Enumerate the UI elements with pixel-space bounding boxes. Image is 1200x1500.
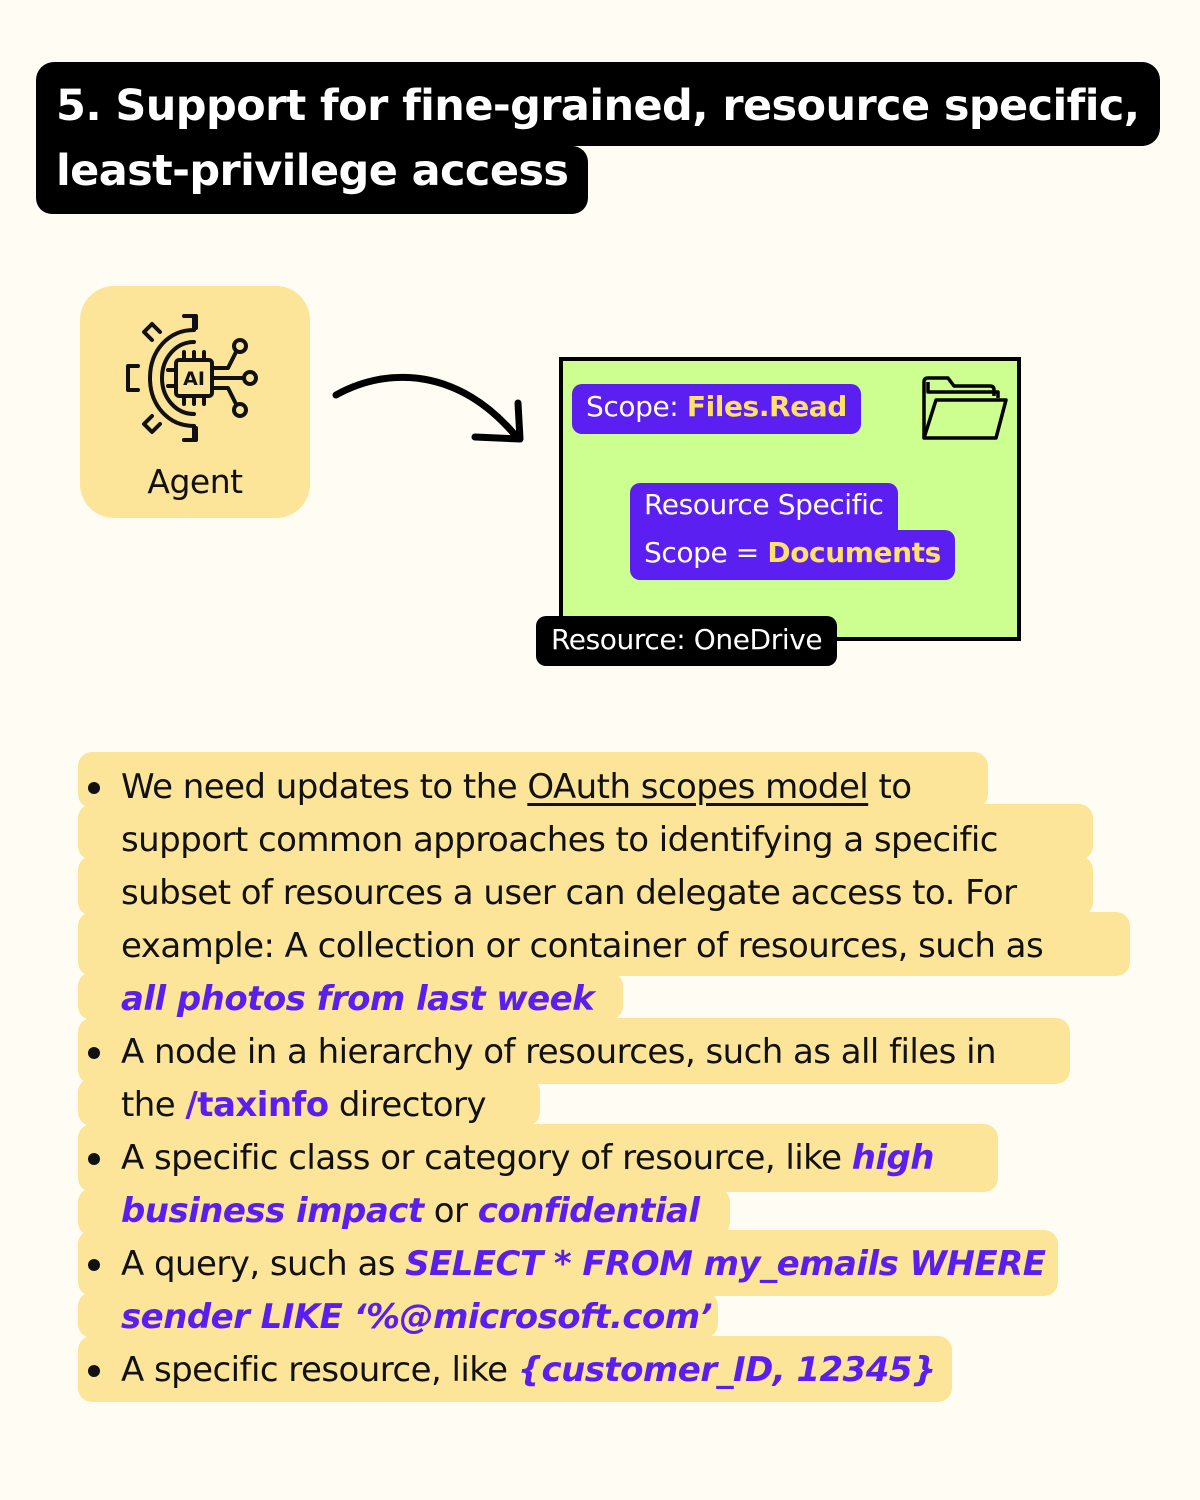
highlight-band — [78, 1230, 1058, 1296]
text-run: We need updates to the — [121, 767, 528, 807]
bullet-list: We need updates to the OAuth scopes mode… — [78, 752, 1138, 1412]
list-item-1-line-3: subset of resources a user can delegate … — [121, 873, 1017, 913]
list-item-3-line-2: business impact or confidential — [121, 1185, 700, 1238]
path-emphasis: /taxinfo — [185, 1085, 329, 1125]
scope-value: Files.Read — [686, 390, 848, 423]
resource-specific-label: Resource Specific — [630, 483, 898, 531]
agent-label: Agent — [147, 462, 243, 501]
highlight-band — [78, 1018, 1070, 1084]
ai-gear-icon: AI — [126, 314, 258, 442]
emphasis: confidential — [477, 1191, 700, 1231]
title-line-2: least-privilege access — [36, 146, 589, 214]
list-item-1-line-2: support common approaches to identifying… — [121, 820, 998, 860]
list-item-3-line-1: A specific class or category of resource… — [121, 1132, 934, 1185]
highlight-band — [78, 752, 988, 808]
text-run: directory — [328, 1085, 487, 1125]
list-item-2-line-2: the /taxinfo directory — [121, 1079, 487, 1132]
folder-icon — [922, 376, 1008, 440]
bullet-dot — [88, 1365, 100, 1377]
text-run: or — [423, 1191, 478, 1231]
resource-label: Resource: OneDrive — [536, 616, 838, 666]
text-run: to — [868, 767, 912, 807]
list-item-5-line-1: A specific resource, like {customer_ID, … — [121, 1344, 936, 1397]
highlight-band — [78, 912, 1130, 976]
emphasis: SELECT * FROM my_emails WHERE — [405, 1244, 1046, 1284]
chip-label: AI — [183, 368, 205, 390]
list-item-1-line-1: We need updates to the OAuth scopes mode… — [121, 761, 912, 814]
bullet-dot — [88, 1259, 100, 1271]
rs-prefix: Scope = — [644, 536, 768, 569]
bullet-dot — [88, 1153, 100, 1165]
oauth-scopes-link[interactable]: OAuth scopes model — [527, 767, 869, 807]
highlight-band — [78, 856, 1093, 916]
text-run: the — [121, 1085, 186, 1125]
bullet-dot — [88, 782, 100, 794]
highlight-band — [78, 1336, 952, 1402]
page-title: 5. Support for fine-grained, resource sp… — [36, 62, 1160, 214]
rs-value: Documents — [767, 536, 941, 569]
emphasis: high — [851, 1138, 935, 1178]
highlight-band — [78, 1188, 730, 1236]
title-line-1: 5. Support for fine-grained, resource sp… — [36, 62, 1160, 146]
text-run: A query, such as — [121, 1244, 406, 1284]
text-run: A specific resource, like — [121, 1350, 518, 1390]
emphasis: business impact — [121, 1191, 424, 1231]
highlight-band — [78, 804, 1093, 860]
bullet-dot — [88, 1047, 100, 1059]
list-item-2-line-1: A node in a hierarchy of resources, such… — [121, 1032, 997, 1072]
list-item-1-line-4: example: A collection or container of re… — [121, 926, 1044, 966]
list-item-4-line-2: sender LIKE ‘%@microsoft.com’ — [121, 1291, 713, 1344]
emphasis: all photos from last week — [121, 979, 595, 1019]
highlight-band — [78, 972, 623, 1020]
emphasis: {customer_ID, 12345} — [517, 1350, 936, 1390]
agent-card: AI — [80, 286, 310, 518]
highlight-band — [78, 1292, 718, 1338]
highlight-band — [78, 1078, 540, 1126]
list-item-1-line-5: all photos from last week — [121, 973, 595, 1026]
text-run: A specific class or category of resource… — [121, 1138, 852, 1178]
scope-prefix: Scope: — [586, 390, 687, 423]
scope-pill: Scope: Files.Read — [572, 384, 861, 434]
resource-specific-scope: Scope = Documents — [630, 530, 955, 580]
curved-arrow-icon — [332, 373, 524, 443]
highlight-band — [78, 1124, 998, 1192]
list-item-4-line-1: A query, such as SELECT * FROM my_emails… — [121, 1238, 1046, 1291]
emphasis: sender LIKE ‘%@microsoft.com’ — [121, 1297, 713, 1337]
